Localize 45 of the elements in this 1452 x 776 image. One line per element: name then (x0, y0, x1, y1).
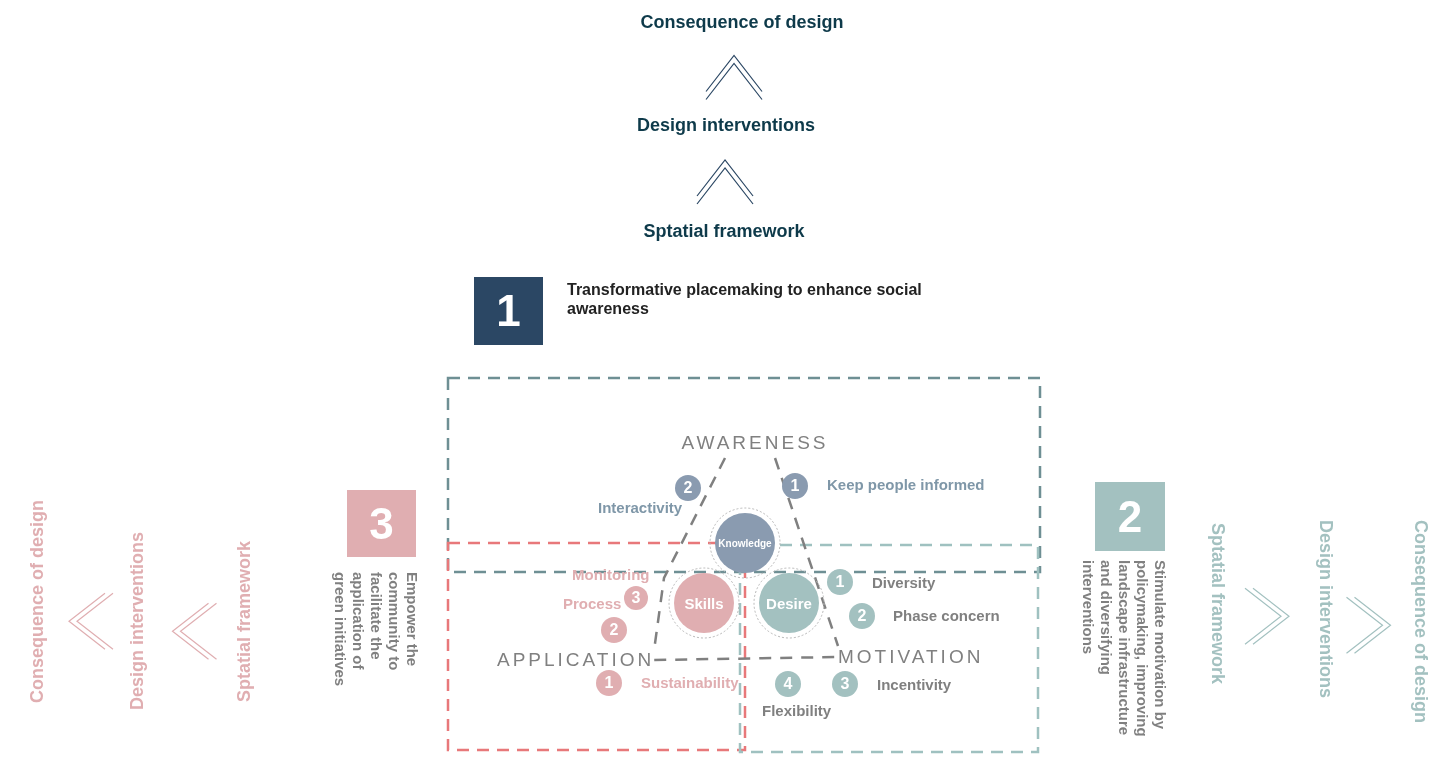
number-circle: 3 (832, 671, 858, 697)
number-circle: 2 (601, 617, 627, 643)
concept-circle: Skills (674, 573, 734, 633)
chevron-arrow (705, 54, 763, 101)
concept-circle: Knowledge (715, 513, 775, 573)
vertical-heading: Design interventions (1314, 520, 1336, 699)
number-circle: 4 (775, 671, 801, 697)
heading-text: Sptatial framework (643, 220, 805, 242)
number-circle: 2 (849, 603, 875, 629)
caption-text: Keep people informed (827, 476, 985, 494)
caption-text: Process (563, 595, 622, 613)
vertical-heading: Consequence of design (26, 500, 48, 704)
corner-label: AWARENESS (681, 432, 829, 454)
caption-text: Interactivity (598, 499, 683, 517)
corner-label: MOTIVATION (838, 646, 984, 668)
number-circle: 1 (827, 569, 853, 595)
caption-text: Sustainability (641, 674, 739, 692)
caption-text: Diversity (872, 574, 936, 592)
number-circle: 3 (624, 586, 648, 610)
heading-text: Design interventions (637, 114, 816, 136)
vertical-heading: Sptatial framework (1206, 523, 1228, 685)
caption-text: Incentivity (877, 676, 952, 694)
number-tile: 1 (474, 277, 543, 345)
heading-text: Consequence of design (640, 11, 844, 33)
number-circle: 1 (782, 473, 808, 499)
chevron-arrow (696, 159, 754, 205)
number-circle: 2 (675, 475, 701, 501)
dashed-line (773, 457, 840, 647)
number-tile: 3 (347, 490, 416, 557)
concept-circle: Desire (759, 573, 819, 633)
chevron-arrow (68, 592, 114, 650)
description-text: Empower the community to facilitate the application of green initiatives (331, 572, 421, 689)
number-tile: 2 (1095, 482, 1165, 551)
vertical-heading: Design interventions (126, 532, 148, 711)
chevron-arrow (1244, 587, 1290, 645)
caption-text: Flexibility (762, 702, 832, 720)
corner-label: APPLICATION (497, 649, 655, 671)
number-circle: 1 (596, 670, 622, 696)
description-text: Transformative placemaking to enhance social awareness (567, 280, 923, 319)
chevron-arrow (1345, 596, 1392, 654)
chevron-arrow (171, 602, 218, 660)
vertical-heading: Sptatial framework (233, 541, 255, 703)
description-text: Stimulate motivation by policymaking, improving landscape infrastructure and diversifying interventions (1079, 560, 1169, 739)
caption-text: Phase concern (893, 607, 1000, 625)
vertical-heading: Consequence of design (1409, 520, 1431, 724)
